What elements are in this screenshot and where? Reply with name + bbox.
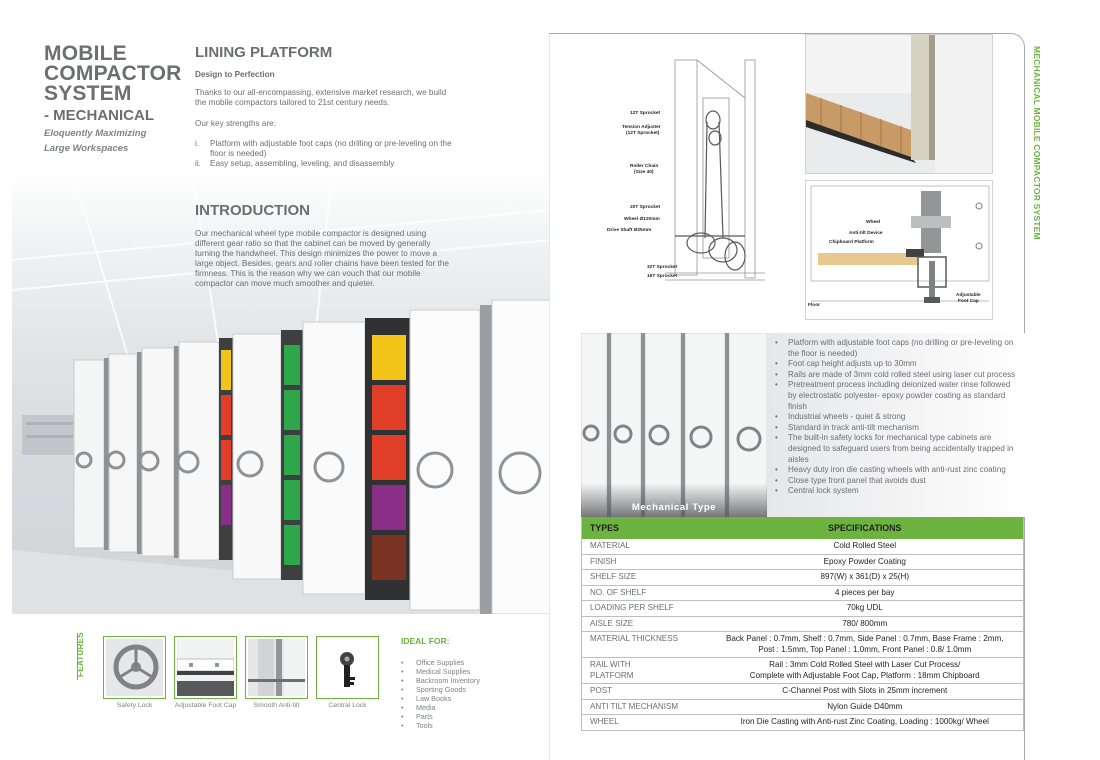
list-item: Backroom Inventory [401,676,521,685]
list-item: i.Platform with adjustable foot caps (no… [195,139,452,158]
label-12t-sprocket: 12T Sprocket [630,111,661,116]
intro-paragraph: Our mechanical wheel type mobile compact… [195,229,449,288]
list-item: The built-in safety locks for mechanical… [775,433,1017,465]
feature-caption: Smooth Anti-tilt [253,702,300,709]
vertical-page-title: MECHANICAL MOBILE COMPACTOR SYSTEM [1032,46,1042,240]
feature-central-lock: Central Lock [316,636,379,710]
list-item: Central lock system [775,486,1017,497]
label-adjustable-foot-cap-sub: Foot Cap [958,299,979,304]
brochure-title: MOBILE COMPACTOR SYSTEM - MECHANICAL Elo… [44,42,184,154]
list-item: Platform with adjustable foot caps (no d… [775,338,1017,359]
label-floor: Floor [808,303,820,308]
feature-caption: Adjustable Foot Cap [174,702,237,709]
handwheel-icon [106,639,163,696]
key-lock-icon [319,639,376,696]
feature-caption: Safety Lock [116,702,153,709]
list-item: Law Books [401,694,521,703]
mechanical-type-photo: Mechanical Type [581,333,767,517]
list-item: ii.Easy setup, assembling, leveling, and… [195,159,395,168]
list-item: Pretreatment process including deionized… [775,380,1017,412]
label-roller-chain: Roller Chain [630,164,659,169]
label-wheel: Wheel Ø120mm [624,217,660,222]
title-line-2: COMPACTOR [44,62,182,85]
left-page: MOBILE COMPACTOR SYSTEM - MECHANICAL Elo… [0,0,550,760]
intro-heading: INTRODUCTION [195,202,310,219]
label-chipboard-platform: Chipboard Platform [829,240,874,245]
introduction-section: INTRODUCTION Our mechanical wheel type m… [195,202,453,289]
label-anti-tilt-device: Anti-tilt Device [849,231,883,236]
list-item: Heavy duty iron die casting wheels with … [775,465,1017,476]
list-item: Standard in track anti-tilt mechanism [775,423,1017,434]
anti-tilt-icon [248,639,305,696]
label-20t-sprocket: 20T Sprocket [630,205,661,210]
label-drive-shaft: Drive Shaft Ø25mm [607,228,652,233]
feature-smooth-anti-tilt: Smooth Anti-tilt [245,636,308,710]
column-header-types: TYPES [581,517,707,539]
lining-subheading: Design to Perfection [195,70,275,79]
list-item: Foot cap height adjusts up to 30mm [775,359,1017,370]
feature-safety-lock: Safety Lock [103,636,166,710]
ideal-heading: IDEAL FOR: [401,636,450,646]
list-item: Close type front panel that avoids dust [775,476,1017,487]
compactor-illustration [12,170,550,614]
strengths-list: i.Platform with adjustable foot caps (no… [195,139,455,169]
feature-bullets: Platform with adjustable foot caps (no d… [767,333,1025,517]
title-subtitle: - MECHANICAL [44,107,154,124]
tagline-line-2: Large Workspaces [44,143,129,154]
hero-photo-compactor [12,170,550,614]
drive-mechanism-diagram: 12T Sprocket Tension Adjuster (12T Sproc… [605,58,775,298]
label-wheel-section: Wheel [866,220,881,225]
list-item: Parts [401,712,521,721]
cross-section-diagram: Wheel Anti-tilt Device Chipboard Platfor… [805,180,993,320]
table-row: MATERIAL THICKNESS Back Panel : 0.7mm, S… [581,631,1024,658]
foot-cap-icon [177,639,234,696]
table-header-row: TYPES SPECIFICATIONS [581,517,1024,539]
label-roller-chain-sub: (Size 40) [634,170,654,175]
feature-caption: Central Lock [328,702,367,709]
list-item: Media [401,703,521,712]
features-label: FEATURES [76,632,91,680]
list-item: Medical Supplies [401,667,521,676]
mechanical-type-caption: Mechanical Type [631,502,717,513]
platform-closeup-photo [805,34,993,174]
title-line-3: SYSTEM [44,82,132,105]
label-tension-adjuster: Tension Adjuster [622,125,661,130]
list-item: Sporting Goods [401,685,521,694]
label-16t-sprocket: 16T Sprocket [647,274,678,279]
lining-platform-section: LINING PLATFORM Design to Perfection Tha… [195,44,455,169]
label-32t-sprocket: 32T Sprocket [647,265,678,270]
ideal-list: Office Supplies Medical Supplies Backroo… [401,658,521,730]
tagline-line-1: Eloquently Maximizing [44,128,147,139]
column-header-specifications: SPECIFICATIONS [706,517,1024,539]
lining-paragraph: Thanks to our all-encompassing, extensiv… [195,88,447,107]
title-line-1: MOBILE [44,42,127,65]
ideal-for-section: IDEAL FOR: Office Supplies Medical Suppl… [401,636,521,730]
lining-heading: LINING PLATFORM [195,44,333,61]
list-item: Office Supplies [401,658,521,667]
feature-adjustable-foot-cap: Adjustable Foot Cap [174,636,237,710]
label-adjustable-foot-cap: Adjustable [956,293,981,298]
label-tension-adjuster-sub: (12T Sprocket) [626,131,660,136]
lining-strengths-intro: Our key strengths are: [195,119,276,128]
list-item: Tools [401,721,521,730]
list-item: Industrial wheels - quiet & strong [775,412,1017,423]
list-item: Rails are made of 3mm cold rolled steel … [775,370,1017,381]
